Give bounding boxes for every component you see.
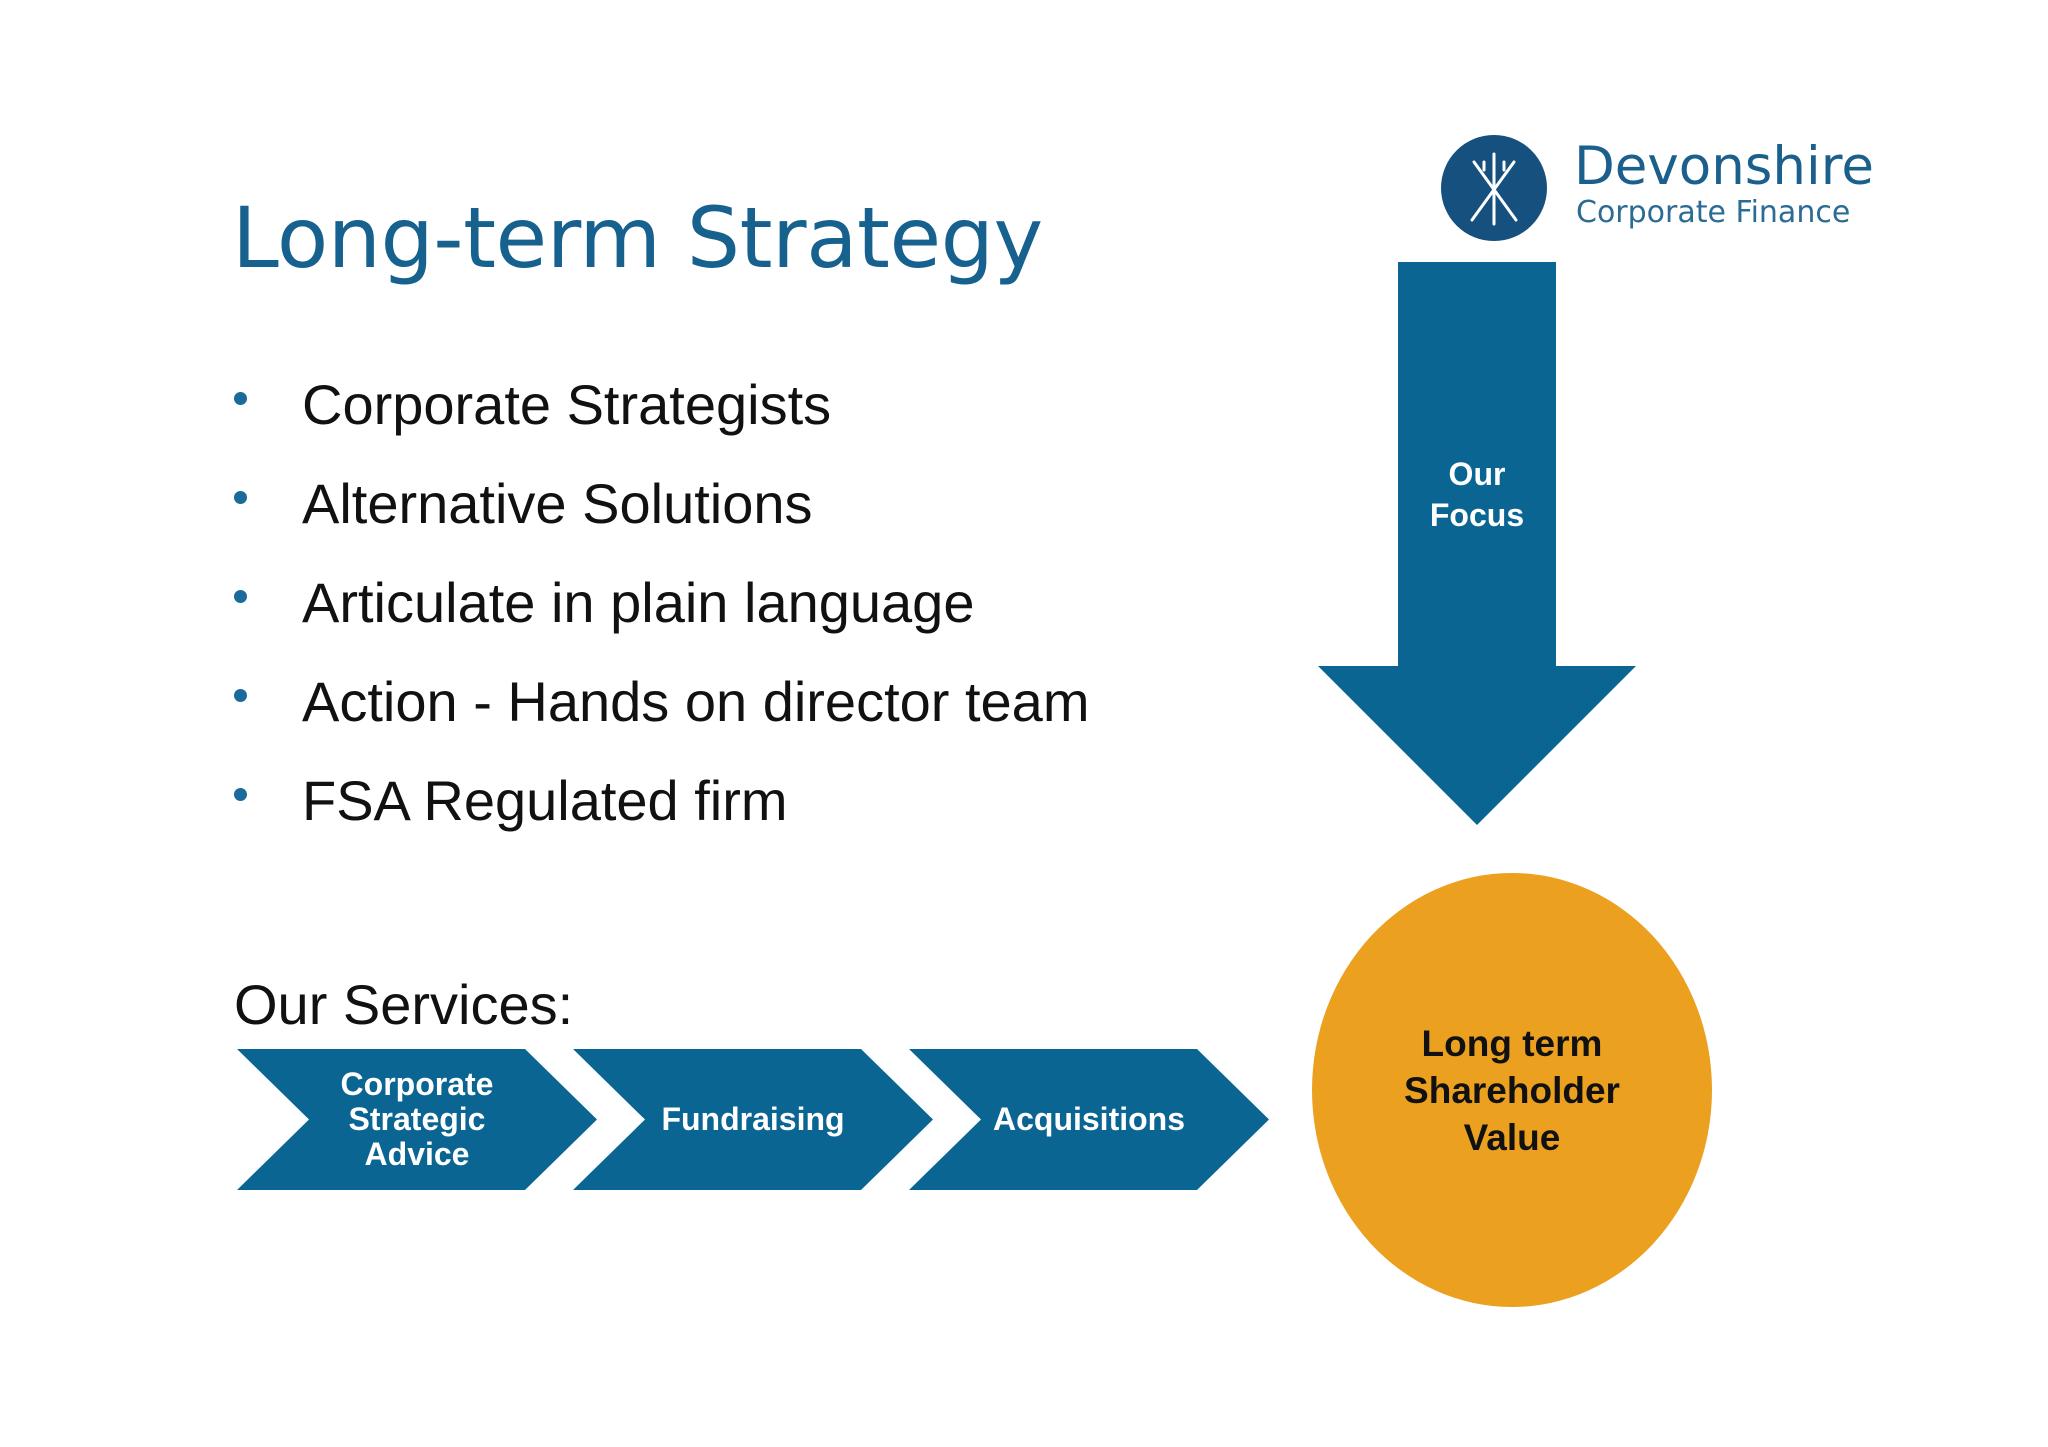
- company-logo: Devonshire Corporate Finance: [1440, 134, 1874, 244]
- bullet-item: FSA Regulated firm: [232, 766, 1089, 865]
- shareholder-value-circle: [1312, 873, 1712, 1307]
- logo-subtitle: Corporate Finance: [1576, 195, 1851, 230]
- service-chevron: [909, 1049, 1269, 1190]
- bullet-text: Alternative Solutions: [302, 472, 813, 535]
- bullet-dot-icon: [234, 590, 247, 603]
- bullet-text: Action - Hands on director team: [302, 670, 1090, 733]
- focus-arrow-label-line: Our: [1448, 456, 1506, 492]
- bullet-item: Articulate in plain language: [232, 568, 1089, 667]
- bullet-text: Articulate in plain language: [302, 571, 975, 634]
- bullet-dot-icon: [234, 491, 247, 504]
- service-chevron-label-line: Advice: [364, 1136, 470, 1172]
- service-chevron: [237, 1049, 597, 1190]
- logo-name: Devonshire: [1574, 136, 1874, 197]
- service-chevron-label-line: Strategic: [348, 1101, 486, 1137]
- shareholder-value-label-line: Value: [1463, 1116, 1561, 1158]
- bullet-dot-icon: [234, 689, 247, 702]
- service-chevron-label-line: Corporate: [340, 1066, 494, 1102]
- focus-arrow-label-line: Focus: [1429, 497, 1525, 533]
- service-chevron: [573, 1049, 933, 1190]
- crossed-lines-emblem-icon: [1441, 135, 1547, 241]
- bullet-item: Action - Hands on director team: [232, 667, 1089, 766]
- bullet-dot-icon: [234, 392, 247, 405]
- shareholder-value-label-line: Long term: [1421, 1022, 1603, 1064]
- bullet-item: Alternative Solutions: [232, 469, 1089, 568]
- service-chevron-label: Fundraising: [639, 1049, 867, 1190]
- service-chevron-label: Acquisitions: [975, 1049, 1203, 1190]
- service-chevron-label-line: Acquisitions: [992, 1101, 1185, 1137]
- focus-arrow: [1318, 262, 1636, 825]
- bullet-text: FSA Regulated firm: [302, 769, 788, 832]
- services-heading: Our Services:: [234, 973, 574, 1036]
- bullet-dot-icon: [234, 788, 247, 801]
- bullet-item: Corporate Strategists: [232, 370, 1089, 469]
- bullet-text: Corporate Strategists: [302, 373, 832, 436]
- service-chevron-label-line: Fundraising: [661, 1101, 845, 1137]
- slide-title: Long-term Strategy: [232, 189, 1043, 288]
- shareholder-value-label-line: Shareholder: [1404, 1069, 1620, 1111]
